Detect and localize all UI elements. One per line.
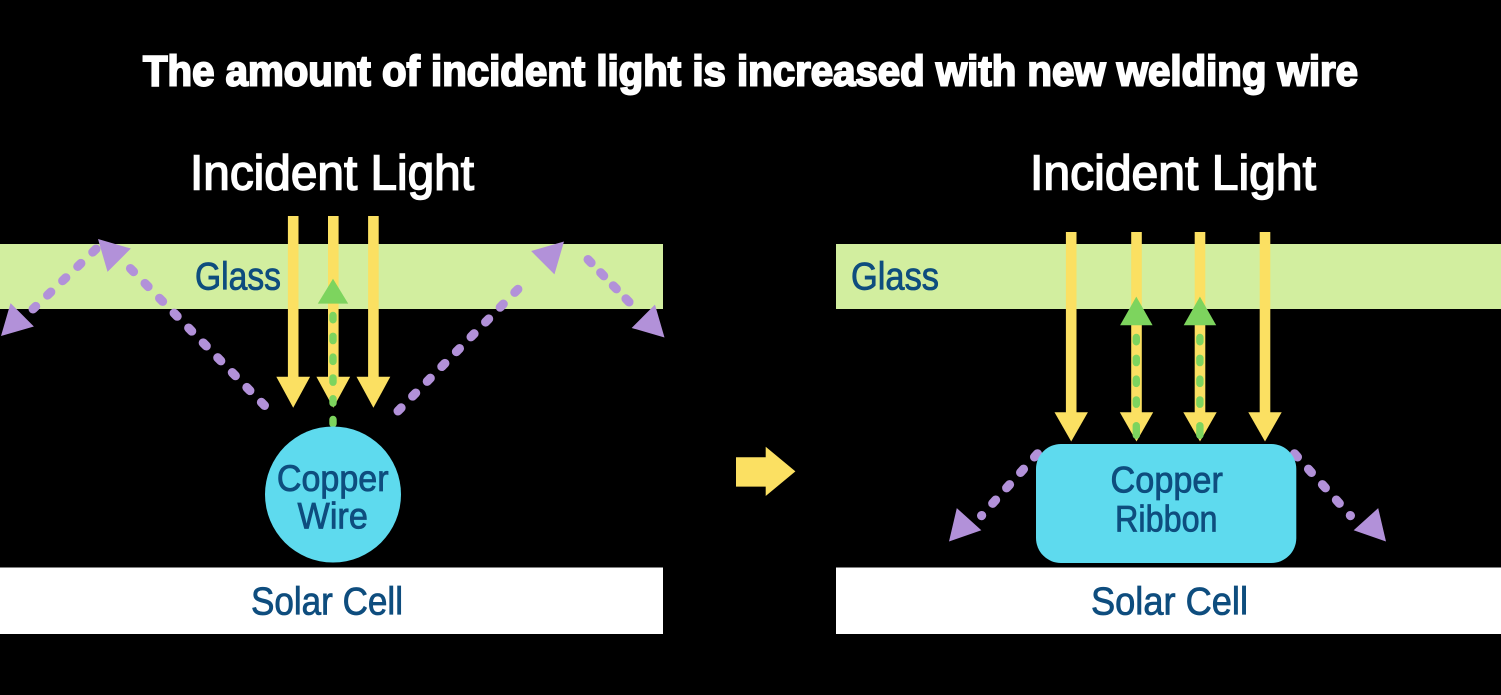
svg-text:The amount of incident light i: The amount of incident light is increase… xyxy=(143,48,1358,96)
svg-text:Incident Light: Incident Light xyxy=(190,147,474,201)
svg-text:Wire: Wire xyxy=(298,495,368,536)
svg-text:Solar Cell: Solar Cell xyxy=(251,581,403,624)
svg-text:Glass: Glass xyxy=(195,255,281,298)
svg-text:Incident Light: Incident Light xyxy=(1030,147,1316,201)
svg-text:Glass: Glass xyxy=(851,255,939,298)
svg-text:Copper: Copper xyxy=(1111,459,1223,501)
svg-text:Ribbon: Ribbon xyxy=(1115,497,1218,539)
svg-text:Copper: Copper xyxy=(277,458,389,499)
svg-text:Solar Cell: Solar Cell xyxy=(1091,581,1248,624)
